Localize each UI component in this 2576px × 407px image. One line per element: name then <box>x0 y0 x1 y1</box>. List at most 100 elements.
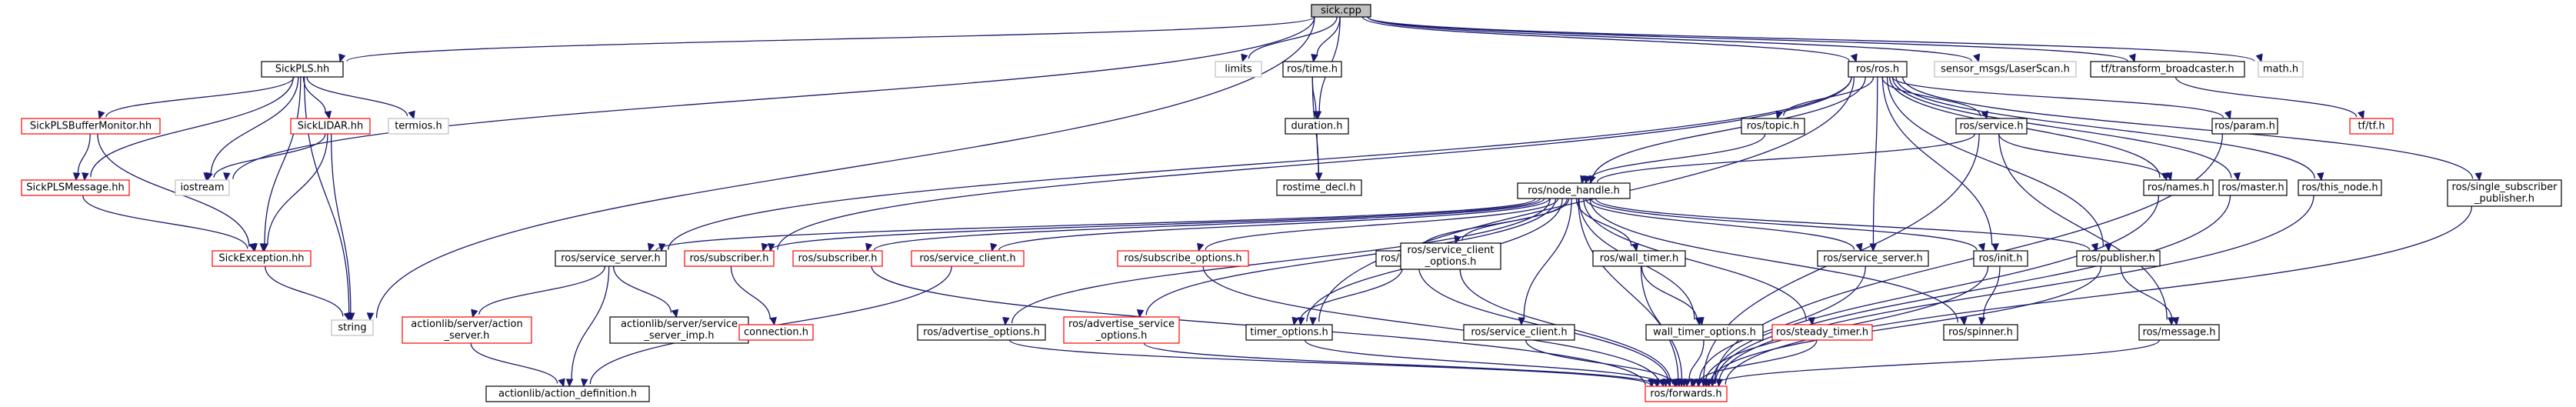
node-label: ros/param.h <box>2214 121 2275 132</box>
edge-ros-publisher-h-to-ros-message-h <box>2120 265 2180 326</box>
node-sickexception-hh[interactable]: SickException.hh <box>212 250 312 267</box>
edge-ros-ros-h-to-single-subscriber-publisher-h <box>1901 76 2482 182</box>
node-termios-h[interactable]: termios.h <box>388 118 449 135</box>
node-duration-h[interactable]: duration.h <box>1285 118 1349 135</box>
node-iostream[interactable]: iostream <box>175 179 230 196</box>
edge-ros-service-h-to-ros-node-handle-h <box>1588 133 1975 185</box>
edge-sickpls-hh-to-sickexception-hh <box>259 76 302 252</box>
node-laserscan-h[interactable]: sensor_msgs/LaserScan.h <box>1934 61 2077 78</box>
node-ros-service-server-h-r[interactable]: ros/service_server.h <box>1817 250 1929 267</box>
node-box <box>331 319 374 336</box>
node-ros-subscriber-h-2[interactable]: ros/subscriber.h <box>792 250 883 267</box>
node-string[interactable]: string <box>331 319 374 336</box>
node-ros-wall-timer-h[interactable]: ros/wall_timer.h <box>1592 250 1686 267</box>
node-ros-time-h[interactable]: ros/time.h <box>1282 61 1342 78</box>
node-ros-advertise-options-h[interactable]: ros/advertise_options.h <box>917 324 1046 341</box>
node-ros-subscribe-options-h[interactable]: ros/subscribe_options.h <box>1117 250 1249 267</box>
node-action-definition-h[interactable]: actionlib/action_definition.h <box>485 385 650 402</box>
node-sick-cpp[interactable]: sick.cpp <box>1311 4 1371 18</box>
node-box <box>1276 179 1362 196</box>
node-sickplsmessage-hh[interactable]: SickPLSMessage.hh <box>21 179 130 196</box>
node-wall-timer-options-h[interactable]: wall_timer_options.h <box>1645 324 1764 341</box>
node-ros-node-handle-h[interactable]: ros/node_handle.h <box>1517 182 1631 199</box>
node-label: ros/this_node.h <box>2301 182 2378 194</box>
node-ros-master-h[interactable]: ros/master.h <box>2218 179 2288 196</box>
node-ros-this-node-h[interactable]: ros/this_node.h <box>2298 179 2382 196</box>
edge-ros-node-handle-h-to-ros-service-server-h-l <box>647 198 1536 252</box>
node-math-h[interactable]: math.h <box>2258 61 2304 78</box>
node-label: ros/single_subscriber <box>2452 182 2558 193</box>
node-label: ros/node_handle.h <box>1528 185 1620 197</box>
edge-ros-node-handle-h-to-ros-steady-timer-h <box>1583 198 1815 326</box>
node-buffermonitor-hh[interactable]: SickPLSBufferMonitor.hh <box>21 118 161 135</box>
node-box <box>2211 118 2278 135</box>
node-single-subscriber-publisher-h[interactable]: ros/single_subscriber_publisher.h <box>2447 179 2562 207</box>
edge-ros-steady-timer-h-to-ros-forwards-h <box>1690 339 1818 388</box>
edge-ros-node-handle-h-to-ros-service-client-h-r <box>990 198 1551 252</box>
node-box <box>1117 250 1249 267</box>
edge-ros-node-handle-h-to-ros-spinner-h <box>1589 198 1968 326</box>
edge-ros-ros-h-to-ros-this-node-h <box>1895 76 2324 182</box>
edge-ros-node-handle-h-to-ros-service-server-h-r <box>1585 198 1863 252</box>
node-ros-topic-h[interactable]: ros/topic.h <box>1741 118 1805 135</box>
edge-tf-broadcaster-h-to-tf-tf-h <box>2174 76 2364 120</box>
node-label: ros/advertise_options.h <box>923 327 1040 339</box>
edge-sickpls-hh-to-termios-h <box>306 76 415 120</box>
node-label: ros/publisher.h <box>2081 253 2155 265</box>
edge-ros-ros-h-to-ros-service-server-h-l <box>658 76 1852 252</box>
node-ros-steady-timer-h[interactable]: ros/steady_timer.h <box>1771 324 1873 341</box>
node-ros-forwards-h[interactable]: ros/forwards.h <box>1645 385 1728 402</box>
node-action-server-h[interactable]: actionlib/server/action_server.h <box>402 316 532 344</box>
node-rostime-decl-h[interactable]: rostime_decl.h <box>1276 179 1362 196</box>
node-ros-advertise-service-options-h[interactable]: ros/advertise_service_options.h <box>1063 316 1180 344</box>
node-ros-service-client-h-b[interactable]: ros/service_client.h <box>1463 324 1575 341</box>
node-label: duration.h <box>1291 121 1342 132</box>
node-timer-options-h[interactable]: timer_options.h <box>1245 324 1333 341</box>
edge-sickpls-hh-to-sickplsmessage-hh <box>82 76 294 182</box>
node-box <box>1771 324 1873 341</box>
node-label: ros/subscribe_options.h <box>1124 253 1241 265</box>
edge-ros-init-h-to-ros-spinner-h <box>1978 265 2001 326</box>
edge-sick-cpp-to-laserscan-h <box>1367 16 1981 63</box>
edge-single-subscriber-publisher-h-to-ros-forwards-h <box>1715 205 2473 388</box>
node-label: ros/service.h <box>1959 121 2023 132</box>
node-service-server-imp-h[interactable]: actionlib/server/service_server_imp.h <box>609 316 749 344</box>
node-limits[interactable]: limits <box>1215 61 1262 78</box>
edge-ros-node-handle-h-to-ros-wall-timer-h <box>1575 198 1639 252</box>
node-box <box>402 316 532 344</box>
edge-ros-subscriber-h-1-to-connection-h <box>730 265 777 326</box>
node-ros-publisher-h[interactable]: ros/publisher.h <box>2076 250 2161 267</box>
node-ros-service-client-h-r[interactable]: ros/service_client.h <box>911 250 1025 267</box>
node-label: limits <box>1225 64 1252 75</box>
edge-sick-cpp-to-iostream <box>223 16 1315 182</box>
node-label: ros/service_client.h <box>919 253 1015 265</box>
node-label: wall_timer_options.h <box>1653 327 1756 339</box>
node-label: connection.h <box>744 327 808 339</box>
edge-ros-node-handle-h-to-ros-init-h <box>1590 198 1986 252</box>
node-ros-service-server-h-l[interactable]: ros/service_server.h <box>555 250 667 267</box>
node-sickpls-hh[interactable]: SickPLS.hh <box>261 61 344 78</box>
node-box <box>290 118 371 135</box>
node-ros-service-client-options-h[interactable]: ros/service_client_options.h <box>1400 242 1501 270</box>
edge-sick-cpp-to-tf-broadcaster-h <box>1367 16 2136 63</box>
node-tf-broadcaster-h[interactable]: tf/transform_broadcaster.h <box>2090 61 2245 78</box>
node-box <box>388 118 449 135</box>
node-ros-service-h[interactable]: ros/service.h <box>1955 118 2028 135</box>
node-ros-names-h[interactable]: ros/names.h <box>2143 179 2214 196</box>
node-box <box>261 61 344 78</box>
node-ros-subscriber-h-1[interactable]: ros/subscriber.h <box>684 250 775 267</box>
node-sicklidar-hh[interactable]: SickLIDAR.hh <box>290 118 371 135</box>
node-box <box>2090 61 2245 78</box>
node-tf-tf-h[interactable]: tf/tf.h <box>2349 118 2394 135</box>
node-ros-param-h[interactable]: ros/param.h <box>2211 118 2278 135</box>
node-ros-init-h[interactable]: ros/init.h <box>1973 250 2028 267</box>
node-label: tf/tf.h <box>2358 121 2384 132</box>
node-label: SickLIDAR.hh <box>298 121 363 132</box>
node-box <box>1311 4 1371 18</box>
node-connection-h[interactable]: connection.h <box>738 324 814 341</box>
node-ros-ros-h[interactable]: ros/ros.h <box>1848 61 1908 78</box>
node-ros-message-h[interactable]: ros/message.h <box>2138 324 2220 341</box>
node-label: ros/service_client <box>1408 245 1495 256</box>
edge-ros-service-server-h-l-to-service-server-imp-h <box>612 265 679 319</box>
node-ros-spinner-h[interactable]: ros/spinner.h <box>1943 324 2018 341</box>
